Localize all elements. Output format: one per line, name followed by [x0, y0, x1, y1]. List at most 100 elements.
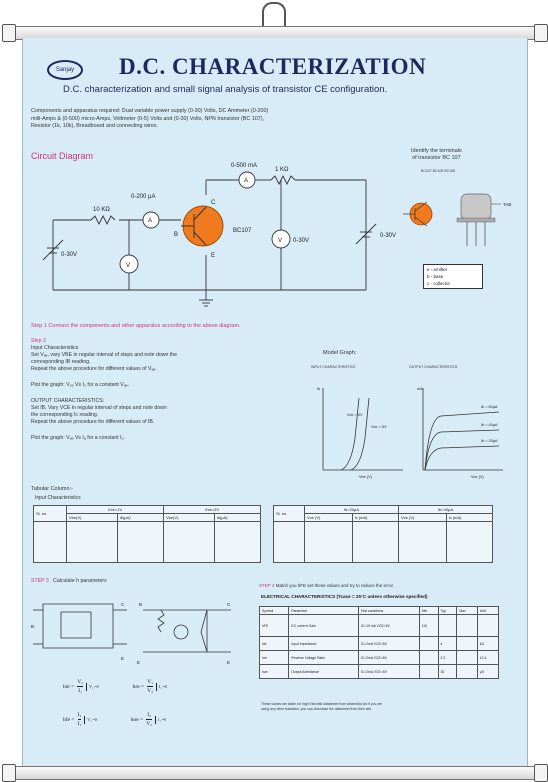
- page-subtitle: D.C. characterization and small signal a…: [63, 84, 388, 95]
- svg-text:B: B: [31, 624, 34, 629]
- table-cell: [304, 521, 353, 563]
- bottom-rod-left-cap: [2, 764, 16, 782]
- circuit-diagram: A V A V 0-200 µA 0-500 mA 10 KΩ 1 KΩ 0-3…: [31, 163, 396, 310]
- svg-text:C: C: [121, 602, 125, 607]
- step2-line: Set Vₐₑ, vary VBE in regular interval of…: [31, 352, 178, 358]
- table-header: Symbol: [258, 606, 290, 615]
- resistor-left-label: 10 KΩ: [93, 207, 110, 213]
- table-header: Ib=20µA: [304, 505, 399, 514]
- table-header: Max: [456, 606, 478, 615]
- step3-text: Calculate h parameters: [53, 578, 107, 584]
- terminal-c-label: C: [211, 200, 216, 206]
- output-char-label: OUTPUT CHARACTERISTICS: [409, 365, 458, 369]
- table-header: Ic (mA): [351, 513, 399, 522]
- output-y-label: mA: [417, 387, 423, 391]
- table-cell: [445, 521, 494, 563]
- ammeter-left-label: 0-200 µA: [131, 194, 155, 200]
- step2-line: Repeat the above procedure for different…: [31, 419, 155, 425]
- step2-block: Step 2 Input Characteristics Set Vₐₑ, va…: [31, 338, 321, 442]
- output-x-label: Vce (V): [471, 475, 484, 479]
- table-header: Vbe(V): [162, 513, 215, 522]
- input-curve-label: Vce = 5V: [371, 425, 387, 429]
- supply-left-label: 0-30V: [61, 252, 77, 258]
- step2-line: Plot the graph: V₂ₑ Vs I₂ for a constant…: [31, 382, 130, 388]
- step4-text: Match you hFE set these values and try t…: [275, 583, 395, 588]
- tabular-input-label: Input Characteristics: [35, 495, 81, 501]
- table-header: Min: [418, 606, 439, 615]
- table-header: Ib(µA): [213, 513, 262, 522]
- table-header: Vce=2V: [162, 505, 262, 514]
- page-title: D.C. CHARACTERIZATION: [119, 54, 427, 79]
- bottom-rod-right-cap: [534, 764, 548, 782]
- brand-logo: Sanjay: [47, 60, 83, 80]
- model-graphs: Ib mA Vbe (V) Vce (V) Vce = 0V Vce = 5V …: [317, 387, 503, 479]
- step2-line: Input Characteristics: [31, 345, 79, 351]
- components-paragraph: Components and apparatus required: Dual …: [31, 108, 471, 131]
- tabular-heading: Tabular Column:-: [31, 486, 73, 492]
- svg-text:E: E: [137, 660, 140, 665]
- output-curve-label: Ib = 20µA: [481, 439, 498, 443]
- chart-sheet: Sanjay D.C. CHARACTERIZATION D.C. charac…: [22, 38, 528, 768]
- circuit-heading: Circuit Diagram: [31, 151, 94, 161]
- step2-heading: Step 2: [31, 338, 46, 344]
- step2-line: Set IB, Vary VCE in regular interval of …: [31, 405, 167, 411]
- step3-label: STEP 3: [31, 578, 49, 584]
- step2-line: OUTPUT CHARACTERISTICS:: [31, 398, 105, 404]
- legend-item: b - base: [427, 274, 444, 279]
- table-cell: [273, 521, 305, 563]
- input-char-label: INPUT CHARACTERISTICS: [311, 365, 356, 369]
- step4-line: STEP 4 Match you hFE set these values an…: [259, 582, 394, 589]
- ammeter-top-label: 0-500 mA: [231, 163, 257, 169]
- table-header: Unit: [476, 606, 500, 615]
- input-y-label: Ib: [317, 387, 320, 391]
- table-header: Sl. no.: [273, 505, 305, 522]
- step2-line: corresponding IB reading.: [31, 359, 91, 365]
- step1-text: Step 1 Connect the components and other …: [31, 323, 241, 329]
- table-cell: [33, 521, 67, 563]
- table-header: Ic (mA): [445, 513, 494, 522]
- table-header: Vce=1V: [66, 505, 164, 514]
- table-header: Vce (V): [304, 513, 353, 522]
- meter-a-label: A: [148, 218, 152, 224]
- svg-text:E: E: [227, 660, 230, 665]
- table-header: Vce (V): [397, 513, 447, 522]
- tab-label: TAB: [503, 202, 511, 207]
- resistor-top-label: 1 KΩ: [275, 167, 289, 173]
- top-rod-left-cap: [2, 24, 16, 42]
- components-line: Resistor (1k, 10k), Breadboard and conne…: [31, 123, 159, 129]
- transistor-label: BC107: [233, 228, 252, 234]
- svg-text:E: E: [121, 656, 124, 661]
- terminal-e-label: E: [211, 253, 215, 259]
- components-line: Components and apparatus required: Dual …: [31, 108, 269, 114]
- table-header: Sl. no.: [33, 505, 67, 522]
- input-table: Sl. no. Vce=1V Vce=2V Vbe(V) Ib(µA) Vbe(…: [33, 505, 262, 563]
- identify-line: of transistor BC 107: [412, 155, 461, 161]
- table-header: Vbe(V): [66, 513, 118, 522]
- terminal-b-label: B: [174, 232, 178, 238]
- table-cell: [397, 521, 447, 563]
- step4-label: STEP 4: [259, 583, 275, 588]
- table-cell: [116, 521, 164, 563]
- step2-line: Repeat the above procedure for different…: [31, 366, 157, 372]
- table-cell: [351, 521, 399, 563]
- table-cell: [66, 521, 118, 563]
- step3-line: STEP 3 Calculate h parameters: [31, 578, 107, 585]
- input-x-label: Vbe (V): [359, 475, 373, 479]
- table-header: Typ: [437, 606, 458, 615]
- voltmeter-label: 0-30V: [293, 238, 309, 244]
- table-header: Ib=40µA: [397, 505, 494, 514]
- legend-item: e - emitter: [427, 267, 448, 272]
- meter-v-label: V: [278, 238, 282, 244]
- step2-line: the corresponding Ic reading.: [31, 412, 99, 418]
- legend-item: c - collector: [427, 281, 451, 286]
- output-table: Sl. no. Ib=20µA Ib=40µA Vce (V) Ic (mA) …: [273, 505, 494, 563]
- table-header: Ib(µA): [116, 513, 164, 522]
- input-curve-label: Vce = 0V: [347, 413, 363, 417]
- svg-text:B: B: [139, 602, 142, 607]
